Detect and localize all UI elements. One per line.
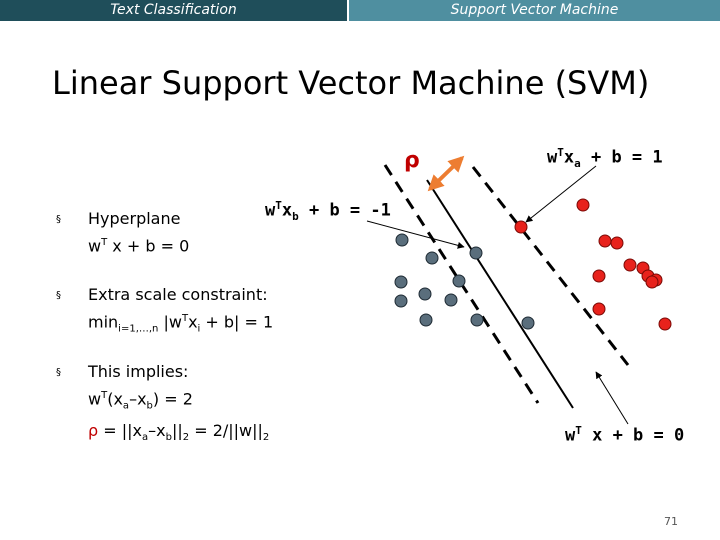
rho-label: ρ (404, 148, 420, 173)
margin-arrow (427, 155, 465, 192)
data-point-blue (418, 287, 432, 301)
header-right: Support Vector Machine (349, 0, 720, 21)
label-lower-margin: wTxb + b = -1 (265, 199, 391, 224)
data-point-blue (394, 294, 408, 308)
arrow-middle-label (595, 371, 629, 425)
slide-title: Linear Support Vector Machine (SVM) (52, 64, 650, 102)
data-point-blue (394, 275, 408, 289)
data-point-red (610, 236, 624, 250)
data-point-red (592, 302, 606, 316)
margin-line-upper (471, 166, 630, 366)
data-point-red (645, 275, 659, 289)
hyperplane-line (426, 179, 574, 409)
data-point-blue (395, 233, 409, 247)
data-point-blue (452, 274, 466, 288)
data-point-red (576, 198, 590, 212)
data-point-red (623, 258, 637, 272)
data-point-blue (470, 313, 484, 327)
page-number: 71 (664, 515, 678, 528)
data-point-blue (444, 293, 458, 307)
data-point-red (598, 234, 612, 248)
data-point-red (592, 269, 606, 283)
bullet-marker: § (56, 290, 61, 301)
label-hyperplane: wT x + b = 0 (565, 424, 685, 446)
data-point-blue (469, 246, 483, 260)
data-point-red (658, 317, 672, 331)
bullet-hyperplane: Hyperplane wT x + b = 0 (88, 209, 190, 256)
data-point-red (514, 220, 528, 234)
arrow-upper-label (525, 165, 597, 223)
data-point-blue (419, 313, 433, 327)
bullet-marker: § (56, 367, 61, 378)
arrow-lower-label (366, 220, 465, 249)
data-point-blue (425, 251, 439, 265)
label-upper-margin: wTxa + b = 1 (547, 146, 663, 171)
bullet-scale-constraint: Extra scale constraint: mini=1,…,n |wTxi… (88, 285, 274, 335)
data-point-blue (521, 316, 535, 330)
header-left: Text Classification (0, 0, 347, 21)
bullet-marker: § (56, 214, 61, 225)
bullet-implies: This implies: wT(xa–xb) = 2 ρ = ||xa–xb|… (88, 362, 270, 443)
